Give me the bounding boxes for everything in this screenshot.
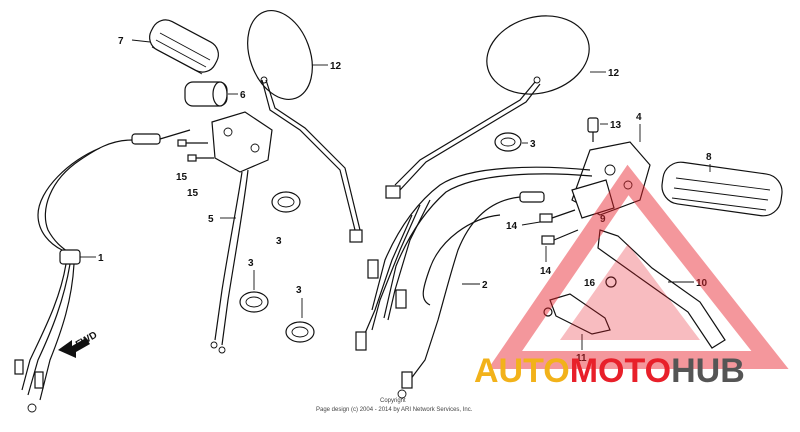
callout-3b: 3 [248, 258, 254, 269]
callout-5: 5 [208, 214, 214, 225]
bolt-14a [539, 209, 576, 223]
callout-1: 1 [98, 253, 104, 264]
left-grip [661, 161, 783, 217]
callout-14a: 14 [506, 221, 518, 232]
throttle-pipe [184, 81, 228, 107]
callout-16: 16 [584, 278, 596, 289]
callout-9: 9 [600, 214, 606, 225]
callout-12b: 12 [608, 68, 620, 79]
callout-11: 11 [576, 353, 587, 364]
clutch-lever [597, 229, 726, 349]
forward-direction-arrow [58, 338, 90, 358]
callout-6: 6 [240, 90, 246, 101]
clamp-3a [271, 191, 301, 213]
callout-14b: 14 [540, 266, 552, 277]
callout-12a: 12 [330, 61, 342, 72]
watermark-part-2: MOTO [570, 352, 671, 390]
callout-15a: 15 [176, 172, 188, 183]
watermark-part-3: HUB [671, 352, 745, 390]
copyright-line-1: Copyright [380, 398, 406, 404]
bolt-14b [541, 229, 579, 245]
pivot-screw-16 [605, 276, 617, 288]
screw-15b [187, 154, 214, 162]
throttle-grip [149, 19, 219, 75]
lever-holder [543, 293, 611, 335]
right-mirror [385, 15, 590, 199]
watermark-part-1: AUTO [474, 352, 570, 390]
callout-8: 8 [706, 152, 712, 163]
screw-13 [587, 117, 599, 142]
left-mirror [247, 9, 363, 243]
callout-2: 2 [482, 280, 488, 291]
direction-label: FWD [74, 330, 99, 351]
callout-4: 4 [636, 112, 642, 123]
callout-3d: 3 [530, 139, 536, 150]
copyright-line-2: Page design (c) 2004 - 2014 by ARI Netwo… [316, 407, 473, 413]
lever-bracket [571, 179, 615, 219]
watermark-text: AUTOMOTOHUB [474, 352, 745, 390]
clamp-3c [285, 321, 315, 343]
right-switch-housing [210, 111, 273, 354]
automotohub-watermark-logo [487, 164, 789, 369]
callout-15b: 15 [187, 188, 199, 199]
clamp-3b [239, 291, 269, 313]
callout-3c: 3 [296, 285, 302, 296]
callout-7: 7 [118, 36, 124, 47]
callout-3a: 3 [276, 236, 282, 247]
clutch-cable [397, 191, 545, 399]
throttle-cable [14, 129, 191, 413]
screw-15a [177, 139, 208, 147]
clamp-3d [494, 132, 522, 152]
callout-13: 13 [610, 120, 622, 131]
callout-10: 10 [696, 278, 708, 289]
